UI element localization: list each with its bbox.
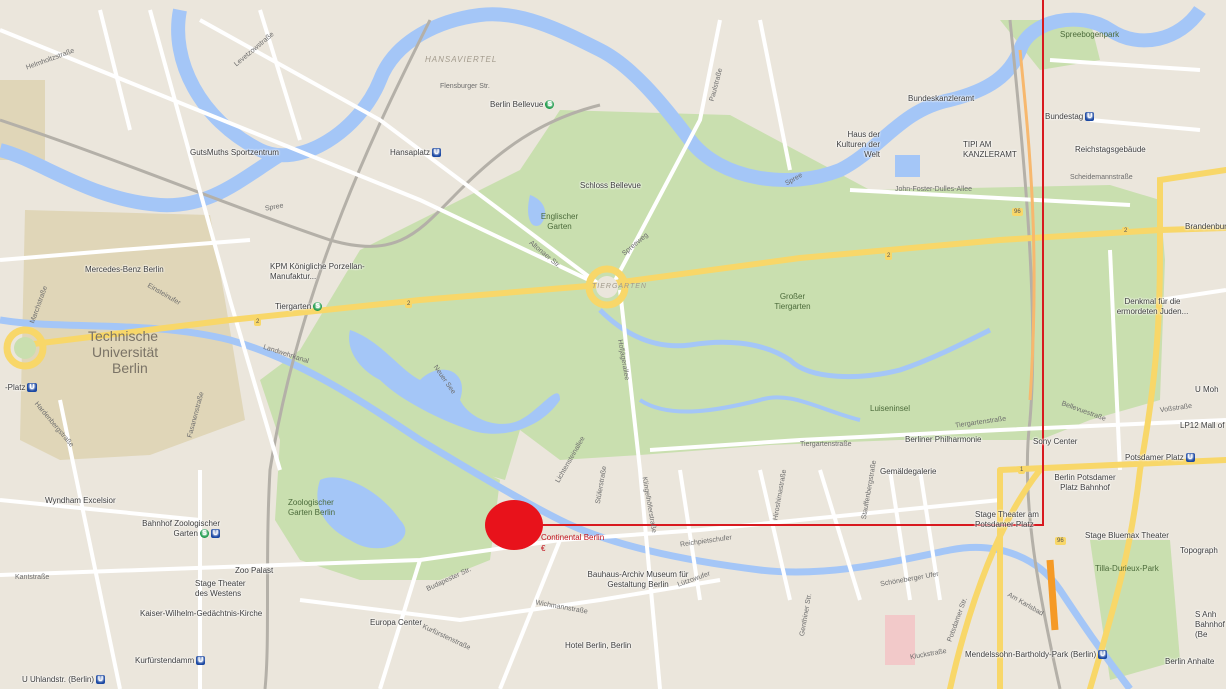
rail-stadtbahn-west	[0, 103, 601, 248]
pond-haus	[895, 155, 920, 177]
pond-englischer	[528, 195, 546, 226]
location-marker[interactable]	[485, 500, 543, 550]
lake-neuer-see	[349, 330, 560, 434]
ernst-reuter-platz-center	[14, 337, 36, 359]
campus-area	[20, 210, 245, 460]
tiergarten-park	[260, 110, 1165, 480]
major-roads	[22, 167, 1226, 689]
rail-north-south	[1008, 19, 1062, 689]
zoo-lake	[317, 477, 406, 549]
grosser-stern-center	[596, 276, 618, 298]
road-b96	[1018, 49, 1036, 401]
zoo-park	[275, 400, 500, 580]
ernst-reuter-platz-roundabout	[3, 326, 47, 370]
grosser-stern-roundabout	[585, 265, 629, 309]
canal-tiergarten	[598, 308, 992, 379]
street-network	[0, 9, 1226, 689]
tilla-park	[1090, 540, 1180, 680]
road-b96-tunnel	[1046, 559, 1059, 631]
route-line	[540, 0, 1044, 526]
hospital-area	[885, 615, 915, 665]
rail-stadtbahn-south	[263, 19, 432, 689]
canal-tiergarten-2	[638, 395, 861, 422]
river-spree-east	[171, 5, 1206, 187]
river-spree-west	[0, 143, 284, 213]
